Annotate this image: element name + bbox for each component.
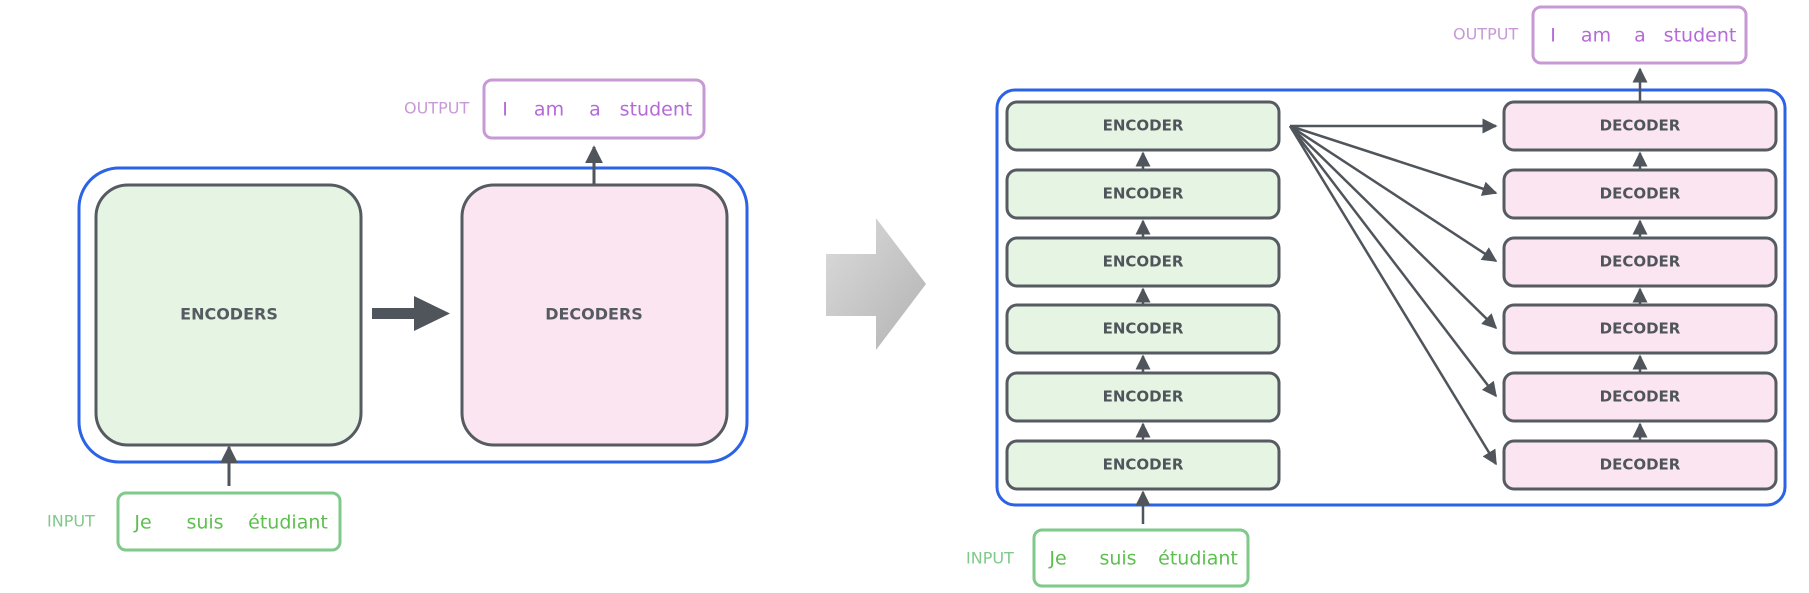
decoder-layer [1502, 371, 1778, 423]
decoder-layer-label: DECODER [1600, 456, 1681, 474]
left-output-word: student [620, 99, 693, 121]
decoders-block: DECODERS [460, 183, 729, 447]
decoder-layer-label: DECODER [1600, 117, 1681, 135]
encoder-layer-label: ENCODER [1103, 117, 1184, 135]
right-output-word: am [1581, 25, 1611, 47]
encoder-layer [1005, 303, 1281, 355]
decoder-layer-label: DECODER [1600, 388, 1681, 406]
encoder-layer [1005, 236, 1281, 288]
left-diagram: ENCODERS DECODERS OUTPUT I am a student … [47, 78, 749, 552]
encoder-layer [1005, 439, 1281, 491]
left-input-word: Je [133, 512, 151, 534]
left-output-box [482, 78, 706, 140]
right-input-box [1032, 528, 1250, 588]
left-output-label: OUTPUT [404, 99, 469, 118]
encoders-block: ENCODERS [94, 183, 363, 447]
decoder-layer [1502, 303, 1778, 355]
encoder-decoder-fanout-arrows [1288, 118, 1498, 466]
expand-arrow [826, 218, 926, 350]
encoder-layer [1005, 371, 1281, 423]
decoder-layer-label: DECODER [1600, 253, 1681, 271]
decoder-layer-label: DECODER [1600, 185, 1681, 203]
right-output-group: OUTPUT I am a student [1453, 5, 1748, 65]
left-output-word: am [534, 99, 564, 121]
encoder-layer-label: ENCODER [1103, 253, 1184, 271]
decoder-layer [1502, 100, 1778, 152]
left-model-outline [77, 166, 749, 464]
encoder-layer-label: ENCODER [1103, 388, 1184, 406]
encoder-layer [1005, 168, 1281, 220]
decoders-label: DECODERS [545, 305, 643, 324]
right-input-word: suis [1099, 548, 1136, 570]
left-output-word: I [502, 99, 508, 121]
encoders-label: ENCODERS [180, 305, 278, 324]
encoder-layer-label: ENCODER [1103, 456, 1184, 474]
left-input-box [116, 491, 342, 552]
right-model-outline [995, 88, 1787, 507]
right-output-word: student [1664, 25, 1737, 47]
left-input-word: étudiant [248, 512, 328, 534]
encoder-to-decoder-arrow [372, 296, 450, 331]
right-output-box [1531, 5, 1748, 65]
encoder-layer-label: ENCODER [1103, 185, 1184, 203]
right-input-group: INPUT Je suis étudiant [966, 528, 1250, 588]
left-output-group: OUTPUT I am a student [404, 78, 706, 140]
right-input-label: INPUT [966, 549, 1014, 568]
right-output-label: OUTPUT [1453, 25, 1518, 44]
left-input-label: INPUT [47, 512, 95, 531]
decoder-layer [1502, 439, 1778, 491]
right-output-word: a [1634, 25, 1646, 47]
decoder-layer-label: DECODER [1600, 320, 1681, 338]
right-input-word: étudiant [1158, 548, 1238, 570]
decoder-layer [1502, 236, 1778, 288]
left-input-word: suis [186, 512, 223, 534]
right-output-word: I [1550, 25, 1556, 47]
decoder-stack: DECODER DECODER DECODER DECODER DECODER … [1502, 100, 1778, 491]
left-input-group: INPUT Je suis étudiant [47, 491, 342, 552]
encoder-stack: ENCODER ENCODER ENCODER ENCODER ENCODER … [1005, 100, 1281, 491]
right-diagram: ENCODER ENCODER ENCODER ENCODER ENCODER … [966, 5, 1787, 588]
decoder-layer [1502, 168, 1778, 220]
encoder-layer-label: ENCODER [1103, 320, 1184, 338]
right-input-word: Je [1048, 548, 1066, 570]
encoder-layer [1005, 100, 1281, 152]
left-output-word: a [589, 99, 601, 121]
